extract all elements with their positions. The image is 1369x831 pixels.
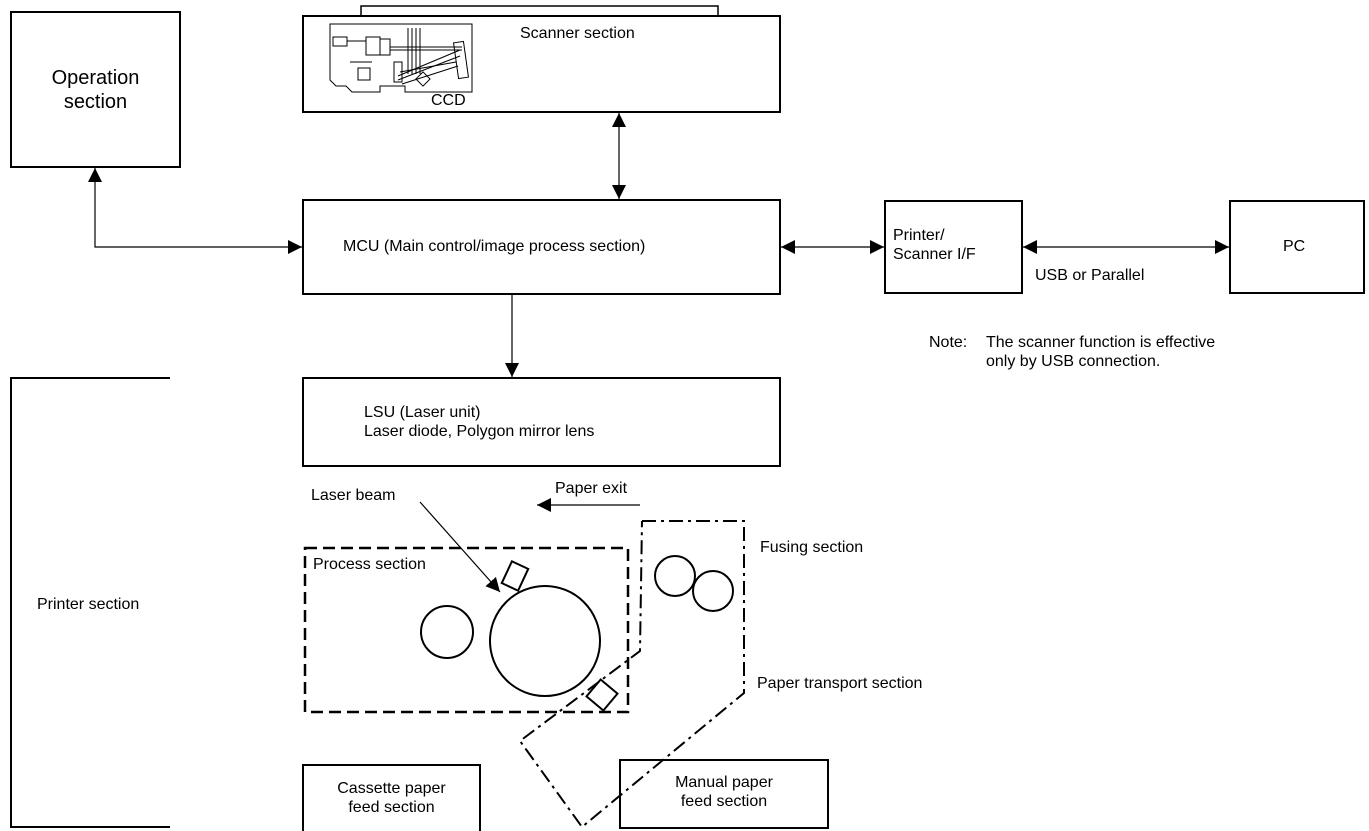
operation-section-box <box>10 11 181 168</box>
scanner-section-label: Scanner section <box>520 25 635 42</box>
ccd-label: CCD <box>431 92 466 109</box>
photoconductor-drum <box>489 585 601 697</box>
note-line2: only by USB connection. <box>986 353 1161 371</box>
usb-parallel-label: USB or Parallel <box>1035 267 1145 284</box>
manual-feed-box <box>619 759 829 829</box>
manual-feed-label: Manual paper feed section <box>620 773 828 811</box>
paper-exit-label: Paper exit <box>555 480 628 497</box>
manual-label-line1: Manual paper <box>675 774 773 791</box>
note-prefix: Note: <box>929 334 968 351</box>
cassette-label-line2: feed section <box>348 799 435 817</box>
mcu-box <box>302 199 781 295</box>
fusing-roller-upper <box>654 555 696 597</box>
scanner-lid <box>360 5 719 17</box>
process-section-outline <box>303 546 630 714</box>
printer-section-label: Printer section <box>37 596 140 613</box>
lsu-label-line1: LSU (Laser unit) <box>364 404 481 421</box>
operation-label-line2: section <box>63 91 128 113</box>
interface-label: Printer/ Scanner I/F <box>893 226 976 264</box>
manual-label-line2: feed section <box>680 793 768 811</box>
operation-label-line1: Operation <box>51 67 140 89</box>
laser-beam-label: Laser beam <box>311 487 396 504</box>
fusing-section-label: Fusing section <box>760 539 864 556</box>
scanner-section-box <box>302 15 781 113</box>
operation-section-label: Operation section <box>11 66 180 114</box>
interface-label-line1: Printer/ <box>893 227 945 244</box>
note-text: The scanner function is effective only b… <box>986 333 1215 371</box>
lsu-box <box>302 377 781 467</box>
cassette-feed-box <box>302 764 481 831</box>
operation-mcu-arrow <box>88 168 302 254</box>
note-line1: The scanner function is effective <box>986 334 1216 351</box>
charger-unit <box>500 559 530 593</box>
fusing-roller-lower <box>692 570 734 612</box>
interface-box <box>884 200 1023 294</box>
scanner-optics-drawing <box>329 23 473 93</box>
paper-transport-label: Paper transport section <box>757 675 923 692</box>
fusing-transport-outline <box>518 520 745 829</box>
process-section-label: Process section <box>313 556 426 573</box>
transfer-unit <box>585 678 619 712</box>
printer-section-bracket <box>10 377 170 828</box>
interface-label-line2: Scanner I/F <box>893 246 976 264</box>
pc-label: PC <box>1283 238 1306 255</box>
cassette-label-line1: Cassette paper <box>337 780 446 797</box>
lsu-label-line2: Laser diode, Polygon mirror lens <box>364 423 595 441</box>
cassette-feed-label: Cassette paper feed section <box>303 779 480 817</box>
lsu-label: LSU (Laser unit) Laser diode, Polygon mi… <box>364 403 594 441</box>
mcu-label: MCU (Main control/image process section) <box>343 238 646 255</box>
pc-box <box>1229 200 1365 294</box>
developer-roller <box>420 605 474 659</box>
